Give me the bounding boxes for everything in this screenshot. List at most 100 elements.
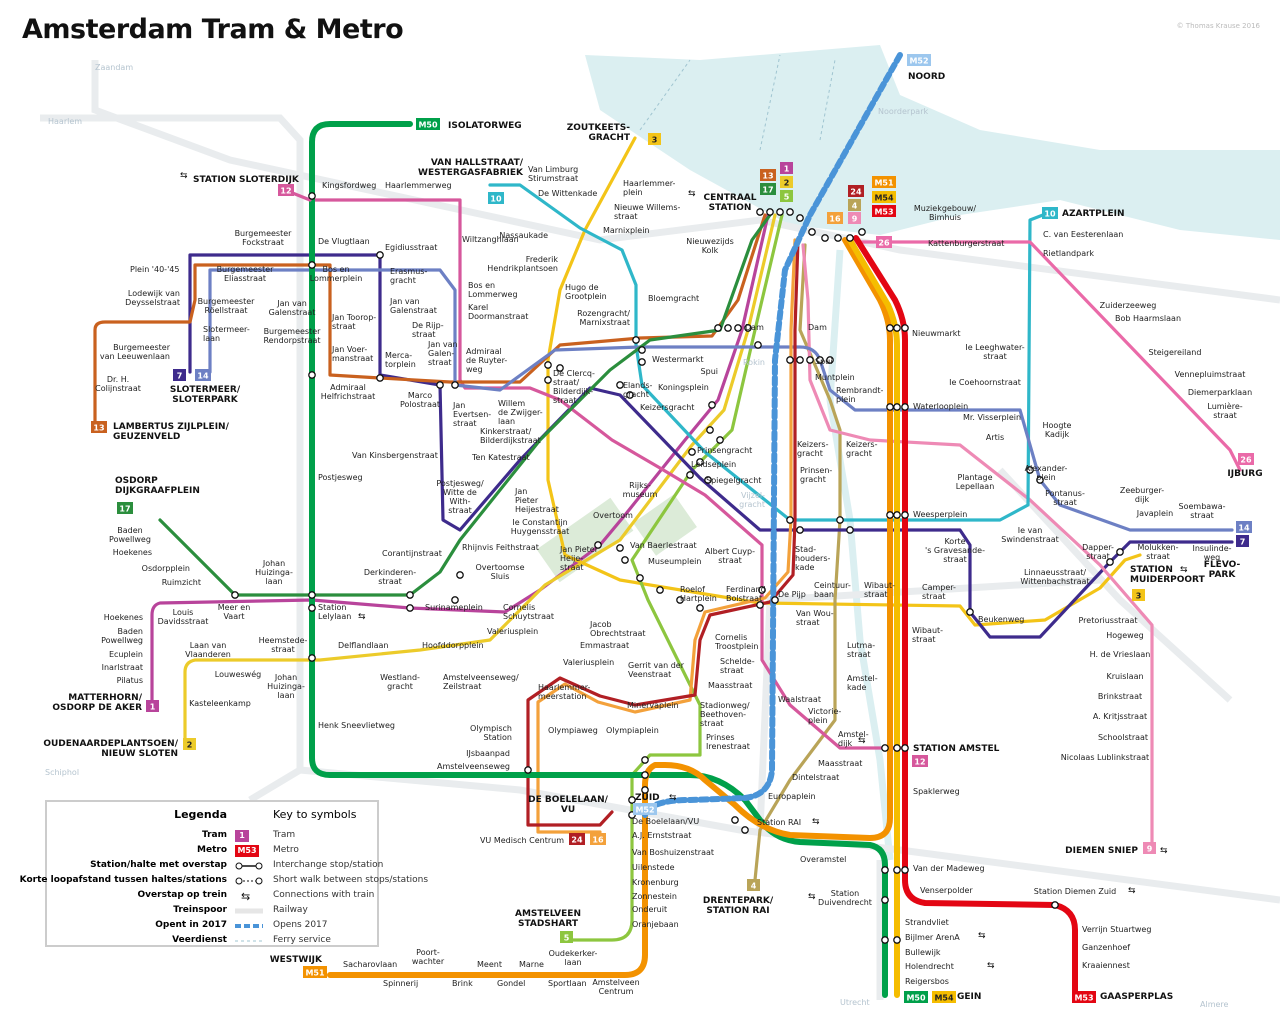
interchange-stop[interactable] (776, 208, 784, 216)
interchange-stop[interactable] (846, 526, 854, 534)
interchange-stop[interactable] (556, 364, 564, 372)
interchange-stop[interactable] (731, 816, 739, 824)
interchange-stop[interactable] (626, 391, 634, 399)
interchange-stop[interactable] (881, 936, 889, 944)
line-badge-17[interactable]: 17 (117, 502, 133, 514)
interchange-stop[interactable] (901, 324, 909, 332)
line-badge-16[interactable]: 16 (827, 212, 843, 224)
interchange-stop[interactable] (716, 436, 724, 444)
line-badge-m51[interactable]: M51 (872, 176, 896, 188)
interchange-stop[interactable] (1036, 476, 1044, 484)
interchange-stop[interactable] (771, 596, 779, 604)
line-badge-m52[interactable]: M52 (633, 803, 657, 815)
interchange-stop[interactable] (616, 544, 624, 552)
interchange-stop[interactable] (734, 324, 742, 332)
interchange-stop[interactable] (641, 786, 649, 794)
interchange-stop[interactable] (231, 591, 239, 599)
interchange-stop[interactable] (1051, 901, 1059, 909)
interchange-stop[interactable] (826, 356, 834, 364)
line-badge-16[interactable]: 16 (590, 833, 606, 845)
interchange-stop[interactable] (741, 826, 749, 834)
line-badge-7[interactable]: 7 (173, 369, 186, 381)
line-badge-14[interactable]: 14 (195, 369, 211, 381)
interchange-stop[interactable] (836, 516, 844, 524)
line-badge-7[interactable]: 7 (1236, 535, 1249, 547)
line-badge-13[interactable]: 13 (91, 421, 107, 433)
line-badge-m51[interactable]: M51 (303, 966, 327, 978)
interchange-stop[interactable] (796, 214, 804, 222)
interchange-stop[interactable] (724, 324, 732, 332)
interchange-stop[interactable] (786, 356, 794, 364)
interchange-stop[interactable] (901, 403, 909, 411)
interchange-stop[interactable] (688, 448, 696, 456)
interchange-stop[interactable] (966, 608, 974, 616)
line-badge-24[interactable]: 24 (848, 185, 864, 197)
interchange-stop[interactable] (638, 346, 646, 354)
line-badge-m53[interactable]: M53 (1072, 991, 1096, 1003)
interchange-stop[interactable] (893, 866, 901, 874)
interchange-stop[interactable] (766, 208, 774, 216)
interchange-stop[interactable] (756, 601, 764, 609)
line-badge-m50[interactable]: M50 (416, 118, 440, 130)
interchange-stop[interactable] (406, 591, 414, 599)
interchange-stop[interactable] (886, 324, 894, 332)
interchange-stop[interactable] (834, 234, 842, 242)
interchange-stop[interactable] (616, 381, 624, 389)
line-badge-5[interactable]: 5 (560, 931, 573, 943)
interchange-stop[interactable] (796, 526, 804, 534)
interchange-stop[interactable] (376, 251, 384, 259)
interchange-stop[interactable] (638, 358, 646, 366)
interchange-stop[interactable] (641, 771, 649, 779)
interchange-stop[interactable] (594, 541, 602, 549)
line-badge-10[interactable]: 10 (488, 192, 504, 204)
line-badge-12[interactable]: 12 (278, 184, 294, 196)
interchange-stop[interactable] (628, 796, 636, 804)
interchange-stop[interactable] (881, 866, 889, 874)
interchange-stop[interactable] (308, 261, 316, 269)
interchange-stop[interactable] (893, 511, 901, 519)
interchange-stop[interactable] (806, 356, 814, 364)
interchange-stop[interactable] (893, 403, 901, 411)
interchange-stop[interactable] (696, 458, 704, 466)
interchange-stop[interactable] (901, 511, 909, 519)
interchange-stop[interactable] (1026, 466, 1034, 474)
line-badge-24[interactable]: 24 (569, 833, 585, 845)
interchange-stop[interactable] (893, 936, 901, 944)
interchange-stop[interactable] (696, 604, 704, 612)
interchange-stop[interactable] (901, 866, 909, 874)
line-badge-2[interactable]: 2 (780, 176, 793, 188)
interchange-stop[interactable] (376, 374, 384, 382)
interchange-stop[interactable] (436, 381, 444, 389)
interchange-stop[interactable] (406, 604, 414, 612)
line-badge-m54[interactable]: M54 (932, 991, 956, 1003)
interchange-stop[interactable] (1106, 558, 1114, 566)
interchange-stop[interactable] (881, 744, 889, 752)
interchange-stop[interactable] (714, 324, 722, 332)
line-badge-13[interactable]: 13 (760, 169, 776, 181)
interchange-stop[interactable] (886, 511, 894, 519)
interchange-stop[interactable] (756, 208, 764, 216)
line-badge-10[interactable]: 10 (1042, 207, 1058, 219)
interchange-stop[interactable] (544, 361, 552, 369)
interchange-stop[interactable] (308, 654, 316, 662)
interchange-stop[interactable] (754, 341, 762, 349)
interchange-stop[interactable] (544, 376, 552, 384)
interchange-stop[interactable] (656, 586, 664, 594)
interchange-stop[interactable] (686, 471, 694, 479)
interchange-stop[interactable] (881, 896, 889, 904)
interchange-stop[interactable] (808, 228, 816, 236)
line-badge-1[interactable]: 1 (146, 700, 159, 712)
line-badge-9[interactable]: 9 (848, 212, 861, 224)
interchange-stop[interactable] (636, 574, 644, 582)
line-badge-9[interactable]: 9 (1143, 842, 1156, 854)
interchange-stop[interactable] (704, 476, 712, 484)
interchange-stop[interactable] (893, 324, 901, 332)
line-badge-17[interactable]: 17 (760, 183, 776, 195)
interchange-stop[interactable] (308, 604, 316, 612)
interchange-stop[interactable] (893, 744, 901, 752)
line-badge-4[interactable]: 4 (848, 199, 861, 211)
interchange-stop[interactable] (524, 766, 532, 774)
line-badge-12[interactable]: 12 (912, 755, 928, 767)
line-badge-3[interactable]: 3 (1132, 589, 1145, 601)
interchange-stop[interactable] (308, 371, 316, 379)
